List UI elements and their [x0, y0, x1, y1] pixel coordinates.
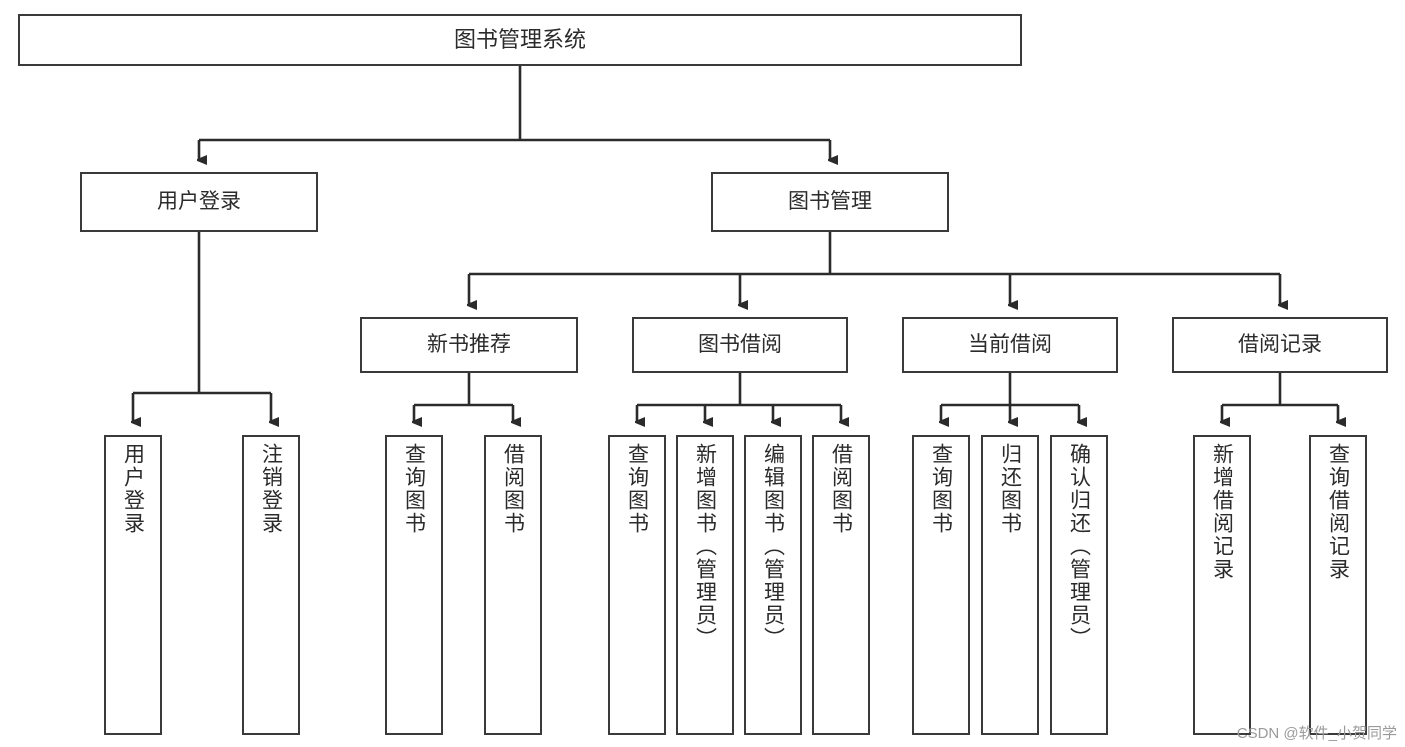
node-label: 借阅记录 [1238, 333, 1322, 357]
leaf-book-borrow-query[interactable]: 查询图书 [608, 435, 666, 735]
watermark-text: CSDN @软件_小贺同学 [1236, 725, 1397, 742]
node-label: 借阅图书 [829, 443, 853, 535]
node-borrow-record[interactable]: 借阅记录 [1172, 317, 1388, 373]
leaf-user-login-login[interactable]: 用户登录 [104, 435, 162, 735]
leaf-book-borrow-add[interactable]: 新增图书（管理员） [676, 435, 734, 735]
node-label: 图书管理系统 [453, 26, 586, 52]
node-book-borrow[interactable]: 图书借阅 [632, 317, 848, 373]
node-label: 新书推荐 [427, 333, 511, 357]
node-new-book-recommend[interactable]: 新书推荐 [360, 317, 578, 373]
node-user-login[interactable]: 用户登录 [80, 172, 318, 232]
node-label: 新增借阅记录 [1210, 443, 1234, 581]
node-label: 编辑图书（管理员） [761, 443, 785, 650]
node-label: 新增图书（管理员） [693, 443, 717, 650]
leaf-new-book-borrow[interactable]: 借阅图书 [484, 435, 542, 735]
leaf-book-borrow-edit[interactable]: 编辑图书（管理员） [744, 435, 802, 735]
node-label: 借阅图书 [501, 443, 525, 535]
leaf-borrow-record-add[interactable]: 新增借阅记录 [1193, 435, 1251, 735]
node-root-book-management-system[interactable]: 图书管理系统 [18, 14, 1022, 66]
node-label: 用户登录 [121, 443, 145, 535]
leaf-book-borrow-borrow[interactable]: 借阅图书 [812, 435, 870, 735]
node-label: 注销登录 [259, 443, 283, 535]
node-label: 查询图书 [402, 443, 426, 535]
node-current-borrow[interactable]: 当前借阅 [902, 317, 1118, 373]
node-label: 查询图书 [929, 443, 953, 535]
node-book-management[interactable]: 图书管理 [711, 172, 949, 232]
leaf-new-book-query[interactable]: 查询图书 [385, 435, 443, 735]
node-label: 当前借阅 [968, 333, 1052, 357]
leaf-user-login-logout[interactable]: 注销登录 [242, 435, 300, 735]
leaf-current-borrow-return[interactable]: 归还图书 [981, 435, 1039, 735]
node-label: 查询图书 [625, 443, 649, 535]
leaf-borrow-record-query[interactable]: 查询借阅记录 [1309, 435, 1367, 735]
node-label: 图书管理 [788, 190, 872, 214]
node-label: 图书借阅 [698, 333, 782, 357]
node-label: 归还图书 [998, 443, 1022, 535]
leaf-current-borrow-confirm-return[interactable]: 确认归还（管理员） [1050, 435, 1108, 735]
leaf-current-borrow-query[interactable]: 查询图书 [912, 435, 970, 735]
node-label: 确认归还（管理员） [1067, 443, 1091, 650]
node-label: 查询借阅记录 [1326, 443, 1350, 581]
node-label: 用户登录 [157, 190, 241, 214]
